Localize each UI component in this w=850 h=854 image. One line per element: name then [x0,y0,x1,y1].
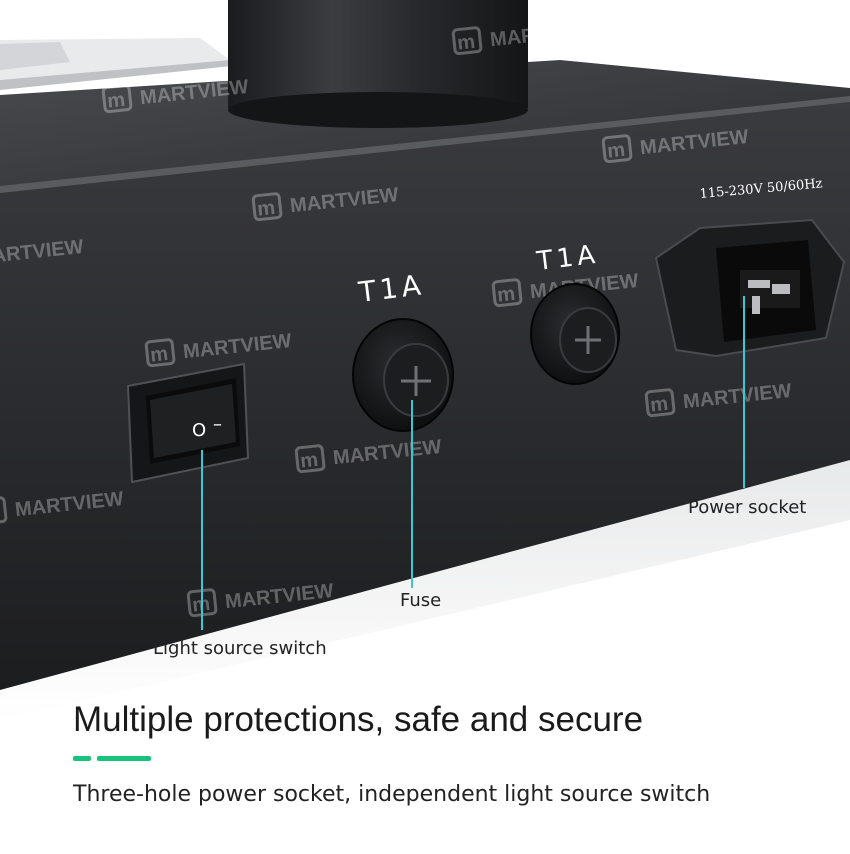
headline: Multiple protections, safe and secure [73,700,644,739]
callout-fuse: Fuse [400,590,442,611]
power-socket[interactable] [654,218,846,358]
subline: Three-hole power socket, independent lig… [73,782,711,807]
callout-power-socket: Power socket [688,497,807,518]
watermark-logo-letter: m [299,449,319,473]
watermark-logo-letter: m [649,393,669,417]
watermark-logo-letter: m [496,283,516,307]
watermark-logo-icon [186,588,218,618]
watermark-logo-letter: m [149,343,169,367]
accent-segment-1 [73,756,91,761]
watermark-logo-icon [294,444,326,474]
accent-segment-2 [97,756,151,761]
accent-underline [73,756,151,761]
watermark-logo-letter: m [456,31,476,55]
fuse-holder-left [352,318,454,432]
fuse-left-label: T1A [356,268,427,309]
watermark-logo-icon [251,192,283,222]
pillar-stand [228,0,528,128]
switch-off-symbol: O [192,420,206,441]
light-source-switch[interactable]: O – [126,362,250,484]
watermark-logo-letter: m [106,89,126,113]
watermark-logo-icon [0,496,8,526]
fuse-holder-right [530,283,620,385]
watermark-logo-icon [644,388,676,418]
watermark-logo-icon [144,338,176,368]
floor-shadow [0,455,850,720]
callout-light-source-switch: Light source switch [153,638,327,659]
watermark-logo-icon [101,84,133,114]
watermark-logo-icon [491,278,523,308]
leader-lines [201,296,745,630]
watermark-logo-icon [601,134,633,164]
watermark-logo-icon [451,26,483,56]
watermark-logo-letter: m [256,197,276,221]
watermark-logo-letter: m [606,139,626,163]
switch-on-symbol: – [213,414,222,435]
